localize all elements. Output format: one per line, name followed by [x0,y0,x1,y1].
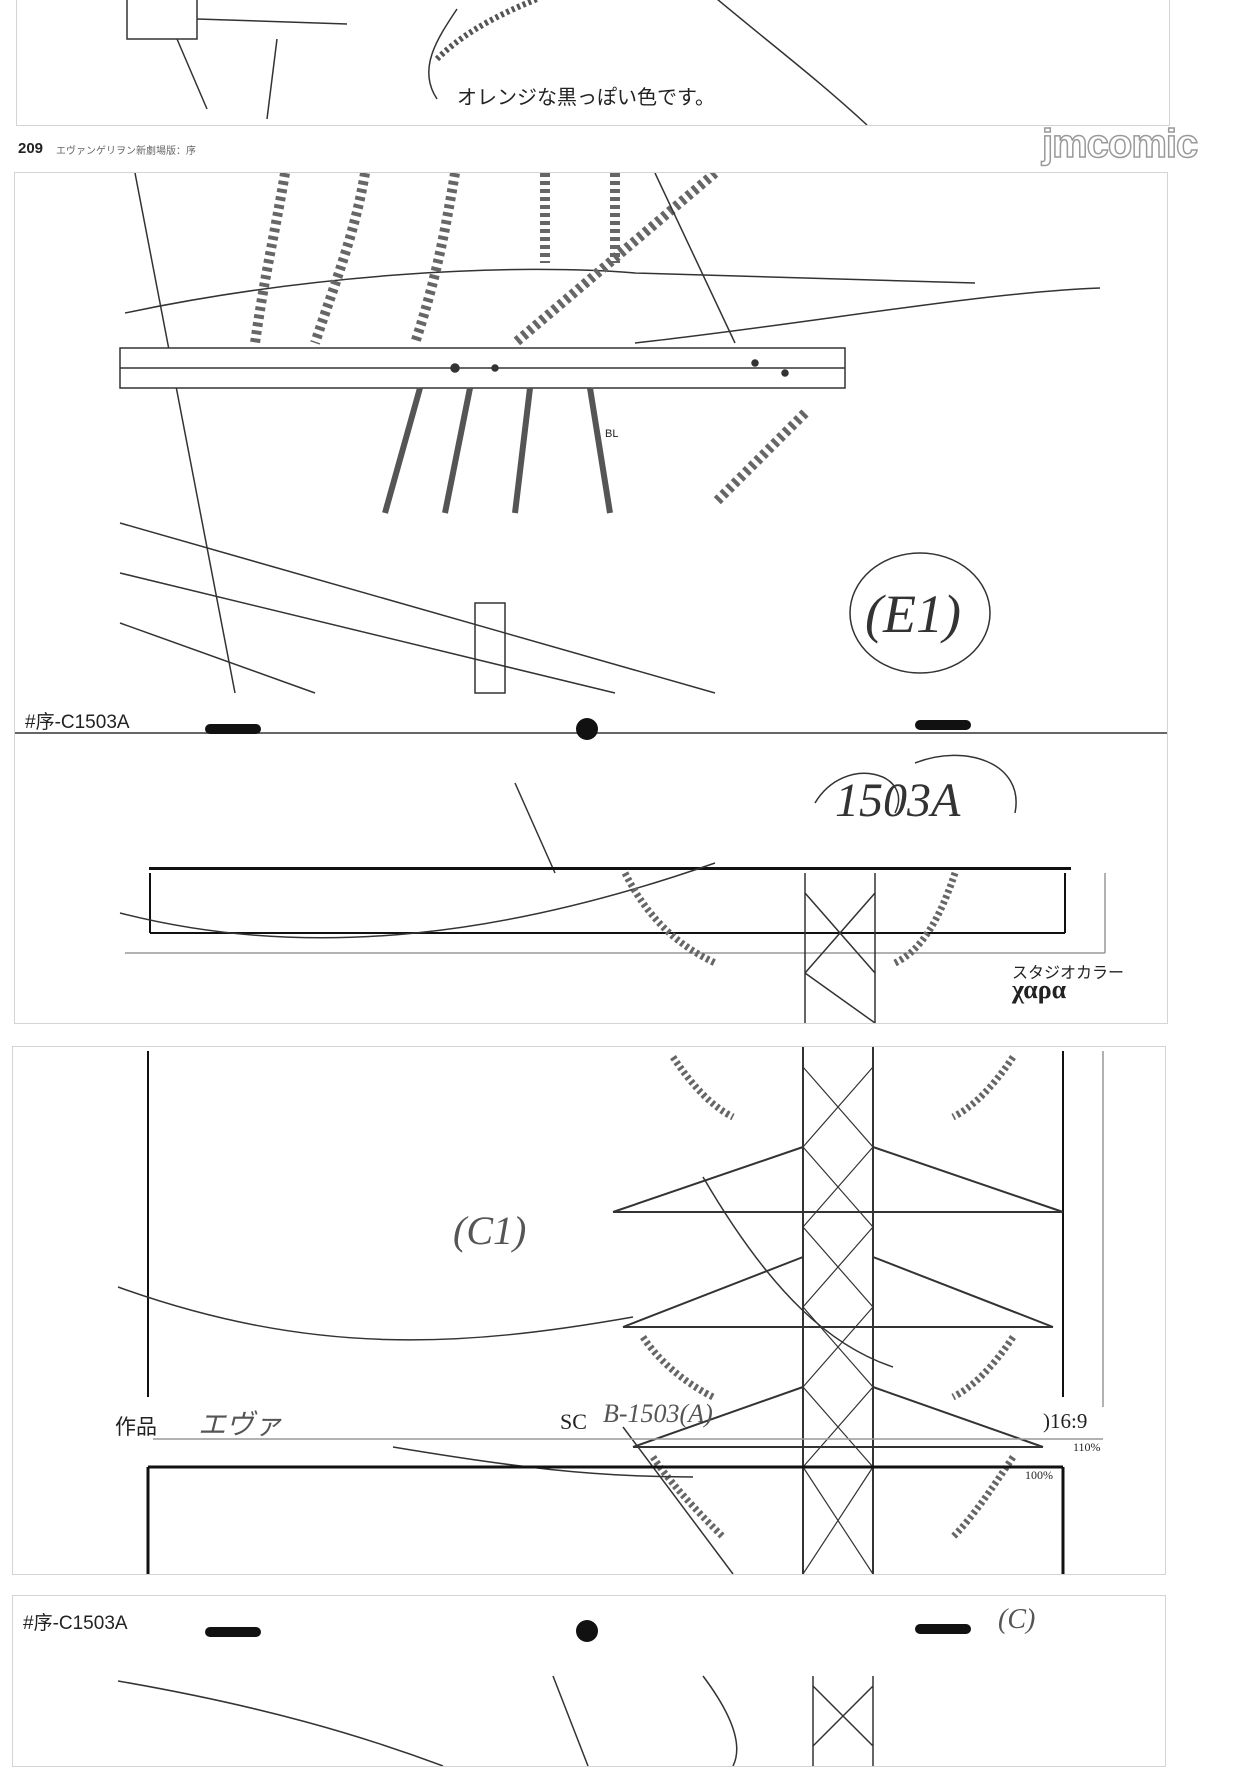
insulator-sketch [15,173,1167,1023]
handwritten-e1: (E1) [865,584,961,644]
handwritten-cut-number: 1503A [835,774,961,827]
cut-id: #序-C1503A [25,712,130,733]
layout-sheet-panel: (C1) 作品 エヴァ SC B-1503(A) )16:9 110% 100% [12,1046,1166,1575]
punch-hole-right [915,1624,971,1634]
punch-hole-left [205,1627,261,1637]
work-label: 作品 [115,1415,157,1439]
punch-hole-right [915,720,971,730]
watermark-logo: jmcomic [1041,121,1199,167]
cut-id: #序-C1503A [23,1613,128,1634]
scene-value: B-1503(A) [603,1399,713,1428]
punch-hole-center [576,718,598,740]
studio-logo: χαρα [1012,975,1067,1004]
cable-sketch [126,0,868,125]
scene-label: SC [560,1409,587,1434]
punch-hole-left [205,724,261,734]
handwritten-c: (C) [998,1604,1036,1635]
cut-sheet-panel: #序-C1503A BL (E1) 1503A スタジオカラー χαρα [14,172,1168,1024]
punch-hole-center [576,1620,598,1642]
work-value: エヴァ [198,1410,283,1441]
handwritten-note: オレンジな黒っぽい色です。 [457,87,715,109]
annotation-bl: BL [605,428,619,440]
tower-sketch [117,1047,1104,1574]
cut-sheet-panel-2: #序-C1503A (C) [12,1595,1166,1767]
handwritten-c1: (C1) [453,1208,527,1253]
frame-100-label: 100% [1025,1468,1053,1482]
top-sketch-panel: オレンジな黒っぽい色です。 [16,0,1170,126]
frame-110-label: 110% [1073,1440,1101,1454]
page-number: 209 [18,140,44,157]
aspect-ratio: )16:9 [1043,1409,1088,1433]
studio-name: スタジオカラー [1012,965,1125,982]
running-title: エヴァンゲリヲン新劇場版：序 [56,146,196,157]
